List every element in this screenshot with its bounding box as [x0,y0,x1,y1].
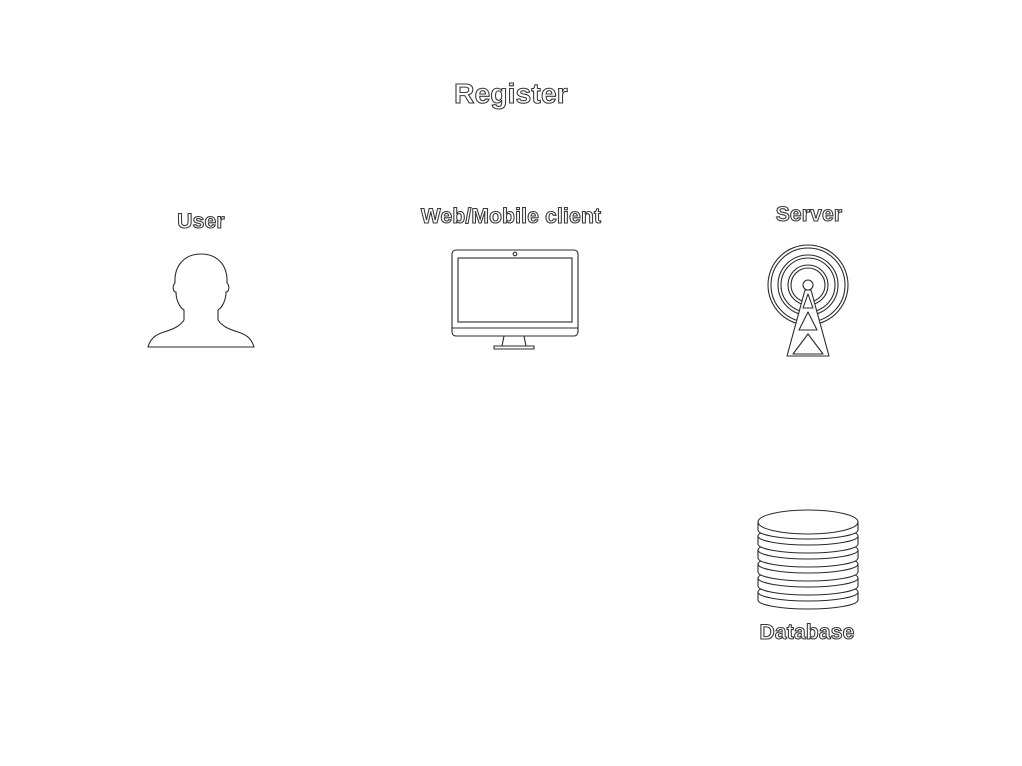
diagram-title: Register [454,77,569,109]
database-label: Database [759,620,855,644]
desktop-monitor-icon [450,248,580,354]
radio-tower-icon [765,242,851,360]
user-silhouette-icon [146,252,256,350]
user-label: User [177,209,225,233]
database-stack-icon [755,508,861,612]
client-label: Web/Mobile client [420,204,602,228]
server-label: Server [775,202,843,226]
